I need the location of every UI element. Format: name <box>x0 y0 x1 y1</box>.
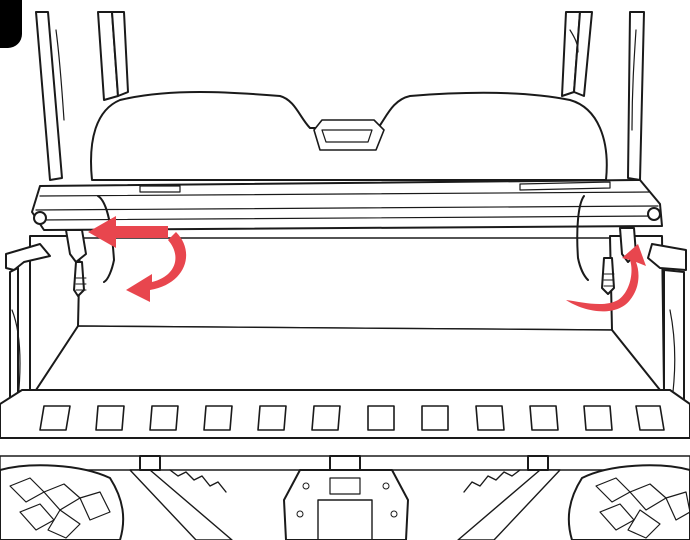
bed-floor <box>35 325 661 391</box>
left-suspension-arm <box>129 469 233 540</box>
tailgate-ribs <box>39 405 665 431</box>
right-suspension-arm <box>457 469 561 540</box>
rotate-up-right-arrow <box>566 244 646 312</box>
left-tire <box>0 464 125 540</box>
step-number-badge <box>0 0 22 48</box>
right-tire <box>567 464 690 540</box>
right-bed-rail <box>647 243 687 271</box>
differential <box>283 469 409 540</box>
sliding-rail-bar <box>31 179 663 231</box>
right-cab-post <box>561 11 645 181</box>
left-tire-tread <box>9 477 111 539</box>
rotate-down-left-arrow <box>126 232 187 302</box>
left-cab-post <box>35 11 129 181</box>
slide-left-arrow <box>88 216 168 248</box>
left-bed-rail <box>5 243 51 271</box>
left-latch-mechanism <box>65 195 115 297</box>
right-tire-tread <box>595 477 690 539</box>
seat-handle <box>313 119 385 151</box>
right-coil-spring <box>463 469 521 493</box>
left-coil-spring <box>169 469 227 493</box>
